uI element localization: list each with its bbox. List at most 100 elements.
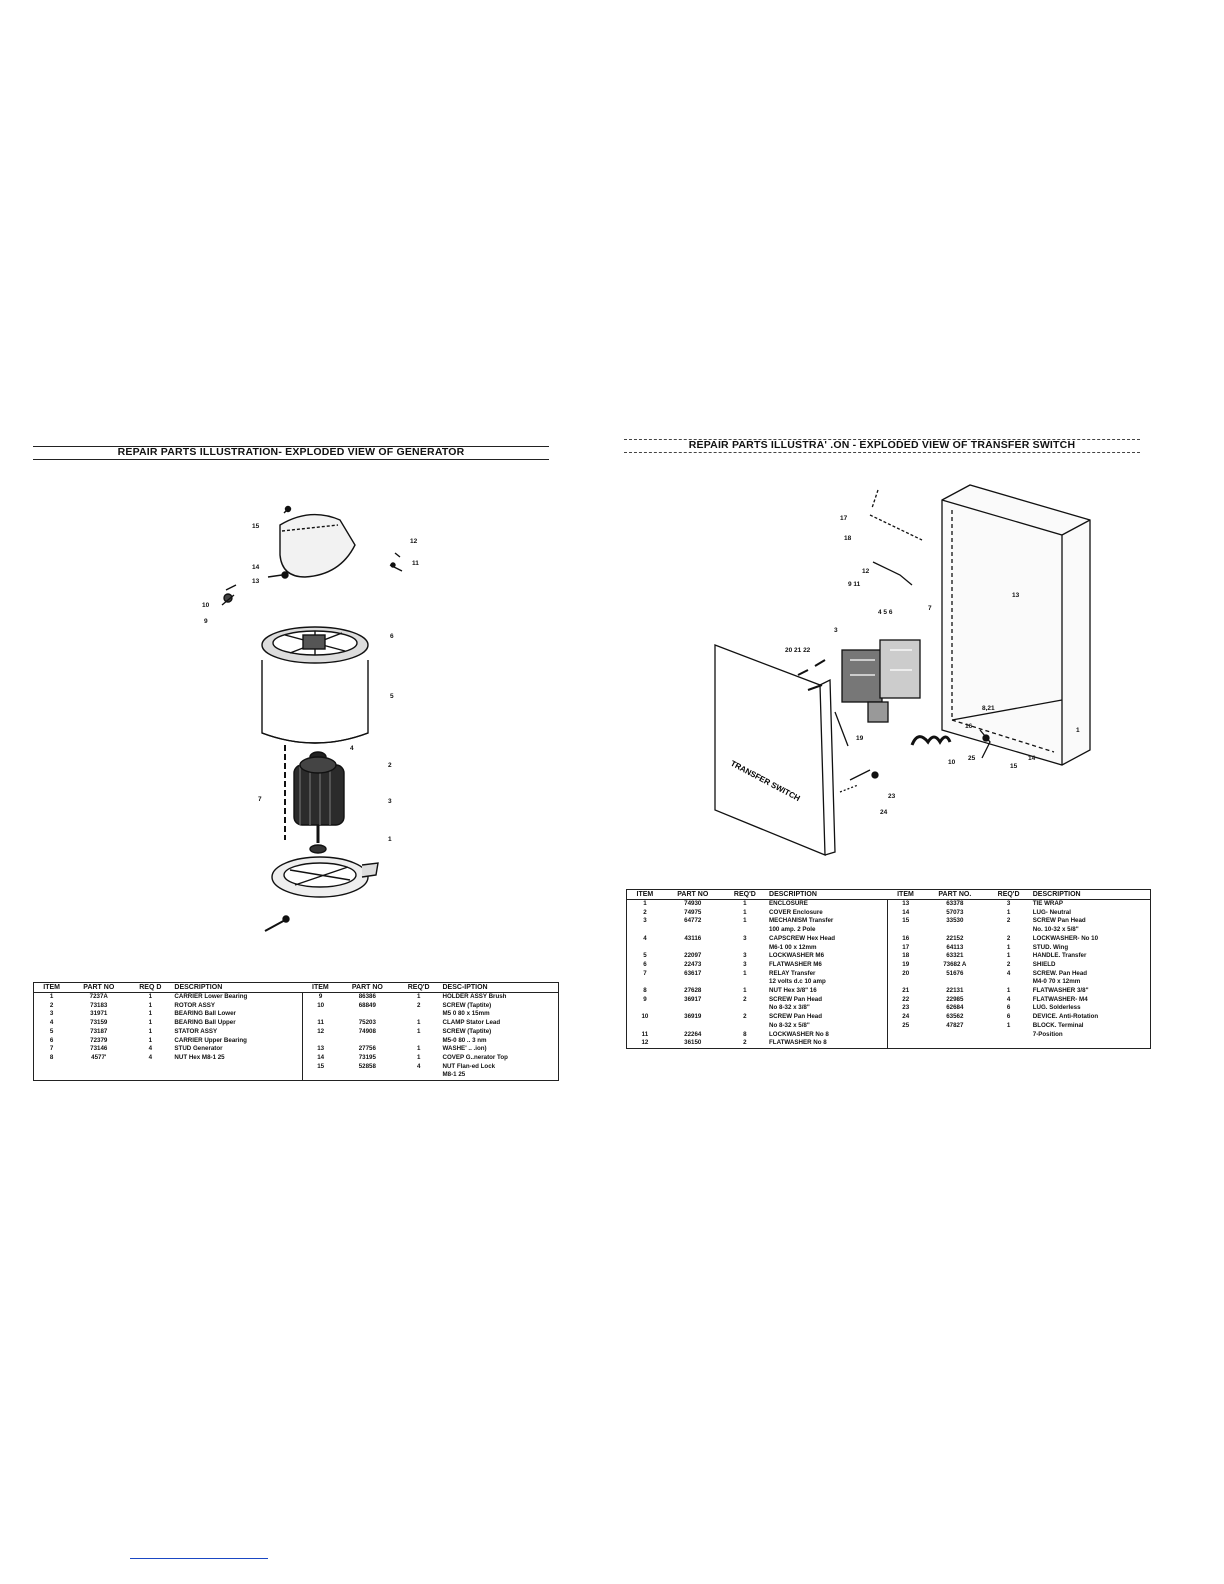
part-no-cell: 36917 [684, 995, 702, 1003]
item-cell [627, 978, 663, 987]
col-description: DESCRIPTION [172, 982, 303, 993]
reqd-cell: 2 [743, 1013, 747, 1021]
description-cell [172, 1080, 303, 1081]
item-cell: 16 [887, 934, 924, 944]
item-cell: 23 [887, 1004, 924, 1014]
item-cell: 9 [302, 992, 338, 1002]
part-no-cell: 22985 [946, 995, 964, 1003]
transfer-switch-drawing: TRANSFER SWITCH 17 18 12 9 11 13 7 4 5 6… [714, 484, 1091, 856]
reqd-cell: 2 [1006, 917, 1011, 925]
item-cell: 14 [302, 1053, 338, 1063]
item-cell: 5 [49, 1027, 54, 1035]
part-no-cell [663, 944, 723, 953]
part-no-cell [923, 926, 986, 935]
part-no-cell: 57073 [946, 908, 964, 916]
item-cell [887, 1030, 924, 1040]
reqd-cell [723, 1022, 767, 1031]
callout-15: 15 [252, 523, 260, 530]
item-cell [34, 1063, 70, 1072]
item-cell: 21 [887, 987, 924, 996]
reqd-cell: 1 [1006, 908, 1011, 916]
callout-14: 14 [1028, 755, 1036, 762]
description-cell [441, 1080, 559, 1081]
callout-13: 13 [1012, 592, 1020, 599]
reqd-cell: 4 [148, 1053, 153, 1061]
generator-title: REPAIR PARTS ILLUSTRATION- EXPLODED VIEW… [33, 446, 549, 460]
part-no-cell [338, 1080, 397, 1081]
description-cell: SCREW (Taptite) [442, 1027, 492, 1035]
callout-11: 11 [412, 560, 419, 567]
item-cell [302, 1010, 338, 1020]
callout-17: 17 [840, 515, 848, 522]
callout-7: 7 [258, 796, 262, 803]
reqd-cell [128, 1071, 172, 1080]
part-no-cell: 27628 [684, 987, 702, 995]
callout-1: 1 [1076, 727, 1080, 734]
callout-9-11: 9 11 [848, 581, 861, 588]
part-no-cell: 36919 [684, 1013, 702, 1021]
item-cell: 15 [302, 1062, 338, 1072]
part-no-cell: 22097 [684, 952, 702, 960]
item-cell [887, 926, 924, 935]
part-no-cell: 72379 [90, 1036, 108, 1044]
description-cell: ENCLOSURE [769, 900, 808, 907]
callout-12: 12 [410, 538, 418, 545]
part-no-cell [923, 1039, 986, 1048]
description-cell: SCREW Pan Head [1032, 917, 1086, 925]
table-row [34, 1080, 559, 1081]
reqd-cell [723, 1048, 767, 1049]
callout-4: 4 [350, 745, 354, 752]
reqd-cell [723, 944, 767, 953]
reqd-cell: 1 [1006, 952, 1011, 960]
description-cell: BEARING Ball Lower [174, 1010, 236, 1018]
item-cell [34, 1080, 70, 1081]
part-no-cell: 63562 [946, 1013, 964, 1021]
item-cell [302, 1071, 338, 1081]
description-cell: STATOR ASSY [174, 1027, 218, 1035]
callout-10: 10 [948, 759, 956, 766]
part-no-cell: 4577' [91, 1053, 107, 1061]
reqd-cell: 1 [1006, 943, 1011, 951]
reqd-cell: 1 [416, 1019, 421, 1027]
part-no-cell: 74908 [358, 1027, 376, 1035]
reqd-cell: 2 [416, 1001, 421, 1009]
part-no-cell: 22152 [946, 934, 964, 942]
description-cell: NUT Hex 3/8" 16 [769, 987, 817, 995]
description-cell [172, 1063, 303, 1072]
item-cell: 3 [49, 1010, 54, 1018]
callout-10: 10 [202, 602, 210, 609]
reqd-cell: 1 [148, 993, 153, 1000]
description-cell: ROTOR ASSY [174, 1001, 215, 1009]
part-no-cell [663, 1022, 723, 1031]
part-no-cell: 64772 [684, 917, 702, 925]
description-cell: STUD. Wing [1032, 943, 1069, 951]
col-item: ITEM [626, 889, 663, 900]
item-cell: 1 [49, 993, 54, 1000]
item-cell: 13 [887, 899, 924, 909]
description-cell: 7-Position [1032, 1030, 1063, 1038]
item-cell: 22 [887, 995, 924, 1005]
reqd-cell: 1 [148, 1010, 153, 1018]
generator-parts-table: ITEM PART NO REQ D DESCRIPTION ITEM PART… [33, 982, 559, 1082]
table-row [627, 1047, 1151, 1049]
part-no-cell [663, 926, 723, 935]
item-cell [887, 1047, 924, 1049]
reqd-cell [986, 978, 1030, 987]
reqd-cell [397, 1080, 441, 1081]
reqd-cell: 3 [743, 934, 747, 942]
part-no-cell: 73146 [90, 1045, 108, 1053]
reqd-cell: 1 [148, 1001, 153, 1009]
description-cell: 12 volts d.c 10 amp [769, 978, 826, 986]
part-no-cell: 74930 [684, 900, 702, 907]
description-cell: NUT Flan-ed Lock [442, 1062, 496, 1070]
reqd-cell: 1 [148, 1036, 153, 1044]
